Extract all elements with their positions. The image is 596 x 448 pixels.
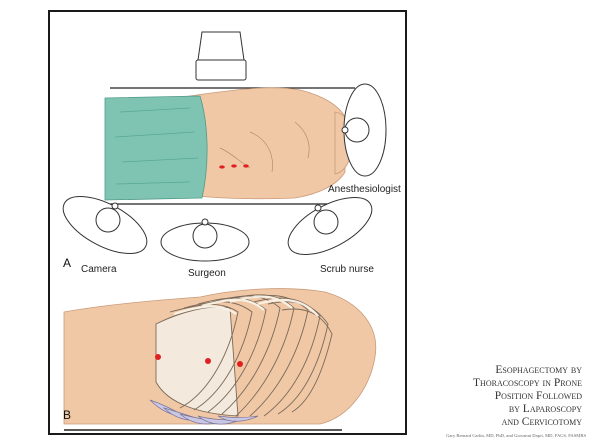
title-line: Thoracoscopy in Prone xyxy=(412,377,582,390)
title-line: Position Followed xyxy=(412,390,582,403)
figure-frame: Anesthesiologist Camera Surgeon Scrub nu… xyxy=(48,10,407,435)
procedure-title: Esophagectomy by Thoracoscopy in Prone P… xyxy=(412,364,582,429)
title-line: and Cervicotomy xyxy=(412,416,582,429)
title-line: by Laparoscopy xyxy=(412,403,582,416)
title-line: Esophagectomy by xyxy=(412,364,582,377)
panel-a-label: A xyxy=(63,256,71,270)
surgeon-label: Surgeon xyxy=(188,268,226,279)
scrub-nurse-label: Scrub nurse xyxy=(320,264,374,275)
monitor-icon xyxy=(196,32,246,80)
camera-label: Camera xyxy=(81,264,117,275)
surgeon-figure xyxy=(161,219,249,261)
anesthesiologist-label: Anesthesiologist xyxy=(328,184,401,195)
author-credit: Gary Bernard Carlin, MD, PhD, and Giovan… xyxy=(446,433,586,438)
panel-b-label: B xyxy=(63,408,71,422)
setup-illustration xyxy=(50,12,405,433)
